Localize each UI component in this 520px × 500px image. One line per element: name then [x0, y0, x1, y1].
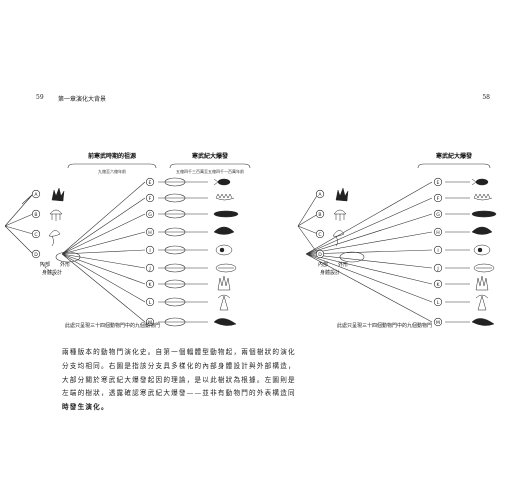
- page-number-right: 58: [482, 94, 490, 101]
- node-d: D: [31, 249, 41, 259]
- paragraph-line: 分支均相同。右圖是指該分支具多樣化的內部身體設計與外部構造，: [62, 361, 296, 370]
- svg-text:L: L: [149, 300, 152, 306]
- right-node-group: E E F F G G H H I I J J K K L L M M: [145, 177, 443, 327]
- label-internal-right: 內部: [318, 261, 328, 268]
- svg-text:A: A: [34, 192, 38, 198]
- node-right-f: F: [433, 193, 443, 203]
- svg-text:E: E: [149, 180, 152, 186]
- node-right-g: G: [433, 209, 443, 219]
- svg-text:C: C: [318, 232, 321, 238]
- node-right-j: J: [433, 263, 443, 273]
- svg-text:A: A: [318, 192, 322, 198]
- node-right-a: A: [315, 189, 325, 199]
- paragraph-line: 大部分關於寒武紀大爆發起因的理論，是以此樹狀為根據。左圖則是: [62, 375, 296, 384]
- svg-text:F: F: [437, 196, 440, 202]
- node-right-l: L: [433, 297, 443, 307]
- node-f: F: [145, 193, 155, 203]
- chapter-title: 演化大背景: [76, 96, 107, 103]
- node-right-d: D: [315, 249, 325, 259]
- svg-text:E: E: [437, 180, 440, 186]
- caption-right: 此處只呈現三十四個動物門中的九個動物門: [337, 322, 432, 329]
- svg-text:H: H: [436, 230, 439, 236]
- svg-text:D: D: [318, 252, 322, 258]
- paragraph-line: 左端的樹狀，透露確認寒武紀大爆發——並非有動物門的外表構造同: [62, 389, 296, 398]
- heading-cambrian-left: 寒武紀大爆發: [191, 152, 229, 160]
- label-body-design-right: 身體設計: [320, 269, 340, 276]
- label-external: 外形: [60, 261, 70, 268]
- node-right-h: H: [433, 227, 443, 237]
- label-internal: 內部: [40, 261, 50, 268]
- svg-text:C: C: [34, 232, 37, 238]
- page-number-left: 59: [36, 94, 44, 101]
- node-right-b: B: [315, 209, 325, 219]
- caption-left: 此處只呈現三十四個動物門中的九個動物門: [65, 322, 160, 329]
- node-j: J: [145, 263, 155, 273]
- node-a: A: [31, 189, 41, 199]
- body-paragraph: 兩種版本的動物門演化史。自第一個輻體型動物起，兩個樹狀的演化 分支均相同。右圖是…: [62, 346, 296, 415]
- node-h: H: [145, 227, 155, 237]
- svg-text:F: F: [149, 196, 152, 202]
- node-right-k: K: [433, 279, 443, 289]
- node-b: B: [31, 209, 41, 219]
- svg-text:M: M: [436, 320, 440, 326]
- node-right-m: M: [433, 317, 443, 327]
- node-k: K: [145, 279, 155, 289]
- svg-text:H: H: [148, 230, 151, 236]
- svg-text:I: I: [149, 248, 150, 254]
- svg-text:K: K: [436, 282, 440, 288]
- node-e: E: [145, 177, 155, 187]
- left-node-group: A A B B C C D D: [31, 189, 325, 259]
- node-i: I: [145, 245, 155, 255]
- subheading-cambrian: 五億四千三百萬至五億四千一百萬年前: [176, 168, 244, 174]
- paragraph-line-last: 時發生演化。: [62, 403, 109, 412]
- svg-text:G: G: [436, 212, 440, 218]
- svg-text:J: J: [148, 266, 150, 272]
- heading-cambrian-right: 寒武紀大爆發: [435, 152, 473, 160]
- svg-text:B: B: [318, 212, 321, 218]
- subheading-precambrian: 九億至六億年前: [98, 168, 126, 174]
- node-l: L: [145, 297, 155, 307]
- paragraph-line: 兩種版本的動物門演化史。自第一個輻體型動物起，兩個樹狀的演化: [62, 348, 296, 356]
- label-body-design: 身體設計: [42, 269, 62, 276]
- chapter-label: 第一章: [58, 96, 77, 103]
- node-m: M: [145, 317, 155, 327]
- svg-text:I: I: [437, 248, 438, 254]
- svg-text:G: G: [148, 212, 152, 218]
- svg-text:D: D: [34, 252, 38, 258]
- node-right-i: I: [433, 245, 443, 255]
- node-c: C: [31, 229, 41, 239]
- node-right-e: E: [433, 177, 443, 187]
- svg-text:J: J: [436, 266, 438, 272]
- label-external-right: 外形: [338, 261, 348, 268]
- heading-precambrian: 前寒武時期的祖源: [88, 152, 136, 160]
- svg-text:K: K: [148, 282, 152, 288]
- svg-text:L: L: [437, 300, 440, 306]
- node-g: G: [145, 209, 155, 219]
- node-right-c: C: [315, 229, 325, 239]
- svg-text:B: B: [34, 212, 37, 218]
- svg-text:M: M: [148, 320, 152, 326]
